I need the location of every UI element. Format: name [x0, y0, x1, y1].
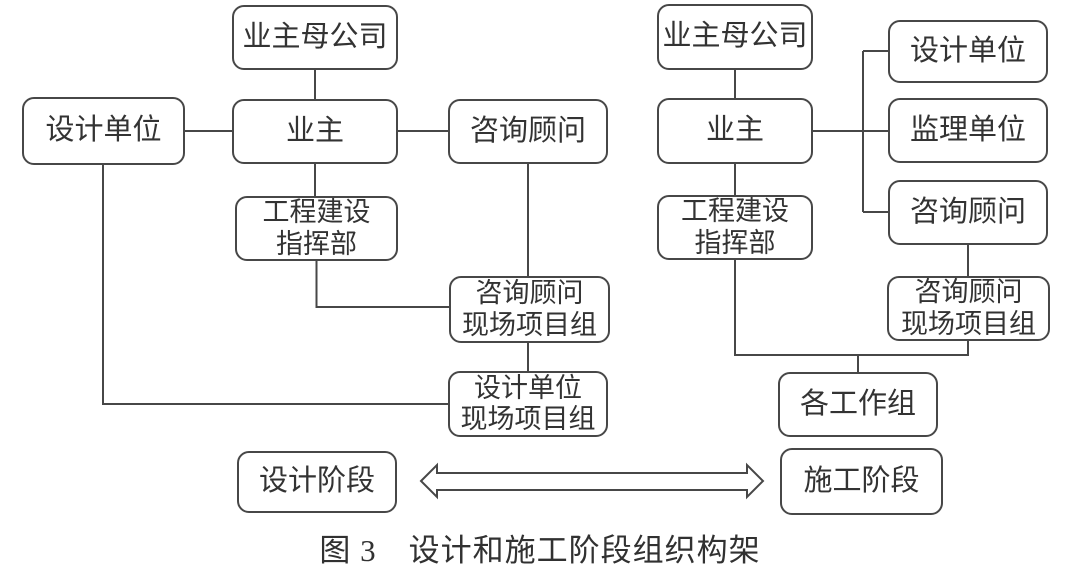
box-construction-owner: 业主 — [657, 98, 813, 164]
box-construction-design-unit: 设计单位 — [888, 20, 1048, 83]
figure-caption: 图 3 设计和施工阶段组织构架 — [319, 533, 761, 568]
box-design-consultant-site-team: 咨询顾问 现场项目组 — [449, 276, 610, 343]
box-construction-owner-parent: 业主母公司 — [657, 4, 813, 70]
box-design-owner-parent: 业主母公司 — [232, 5, 398, 70]
box-design-design-unit: 设计单位 — [22, 97, 185, 165]
double-arrow — [419, 462, 765, 500]
edge-r-hq-consultantsite-join — [734, 260, 969, 356]
box-construction-headquarters: 工程建设 指挥部 — [657, 195, 813, 260]
box-construction-consultant: 咨询顾问 — [888, 180, 1048, 245]
box-design-consultant: 咨询顾问 — [448, 99, 608, 164]
box-design-design-site-team: 设计单位 现场项目组 — [448, 371, 608, 437]
edge-l-hq-consultantsite — [315, 261, 449, 308]
box-construction-supervision-unit: 监理单位 — [888, 98, 1048, 163]
box-design-stage: 设计阶段 — [237, 451, 397, 513]
box-construction-work-groups: 各工作组 — [778, 372, 938, 437]
box-construction-stage: 施工阶段 — [780, 448, 943, 515]
edge-l-designunit-site — [102, 165, 448, 405]
box-design-owner: 业主 — [232, 99, 398, 164]
box-design-headquarters: 工程建设 指挥部 — [235, 196, 398, 261]
box-construction-consultant-site-team: 咨询顾问 现场项目组 — [887, 276, 1050, 341]
